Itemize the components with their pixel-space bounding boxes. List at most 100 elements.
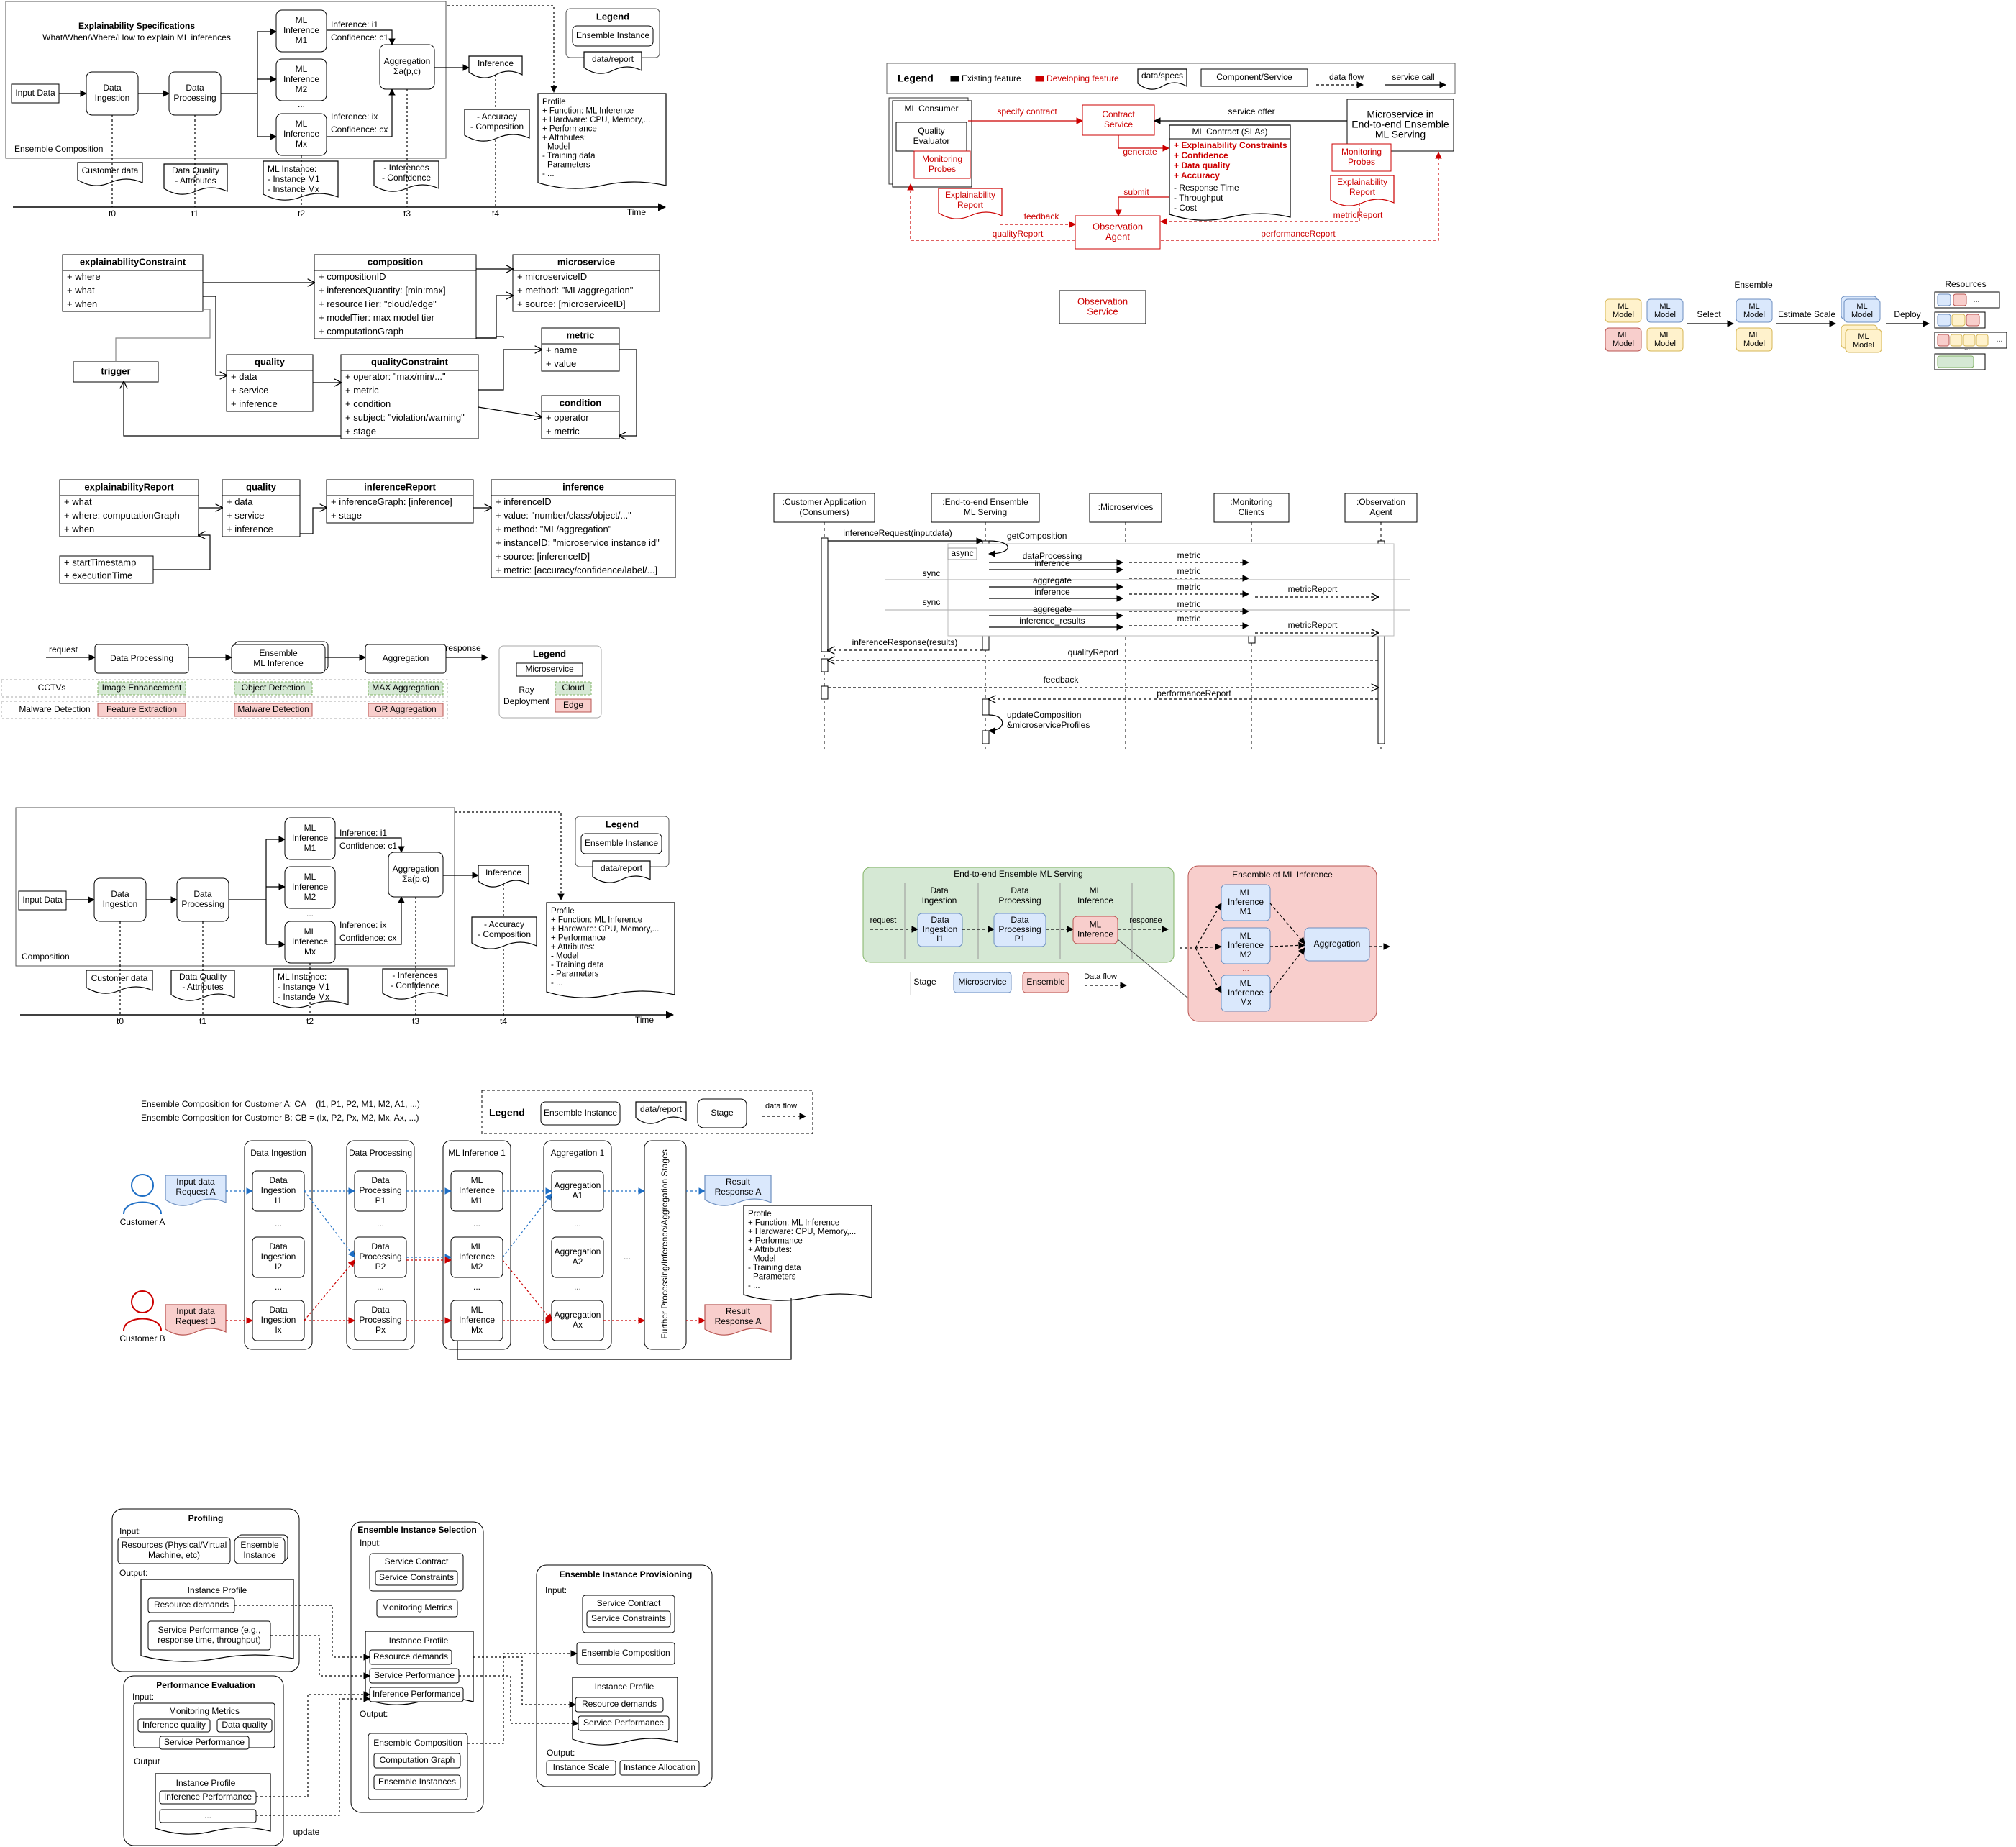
stage-ml-inference-label: Inference — [1077, 929, 1113, 939]
service-constraints-2-label: Service Constraints — [591, 1613, 666, 1623]
msg-call: aggregate — [1033, 604, 1072, 614]
data-quality-label: Data quality — [222, 1720, 267, 1730]
inference-doc-2-label: Inference — [485, 867, 521, 877]
confidence-cx: Confidence: cx — [339, 933, 396, 943]
stage-instance-label: Data — [269, 1241, 288, 1251]
inference-class-attr: + value: "number/class/object/..." — [496, 510, 631, 521]
legend-developing-swatch — [1035, 76, 1044, 82]
inference-doc — [468, 55, 523, 78]
instance-allocation-label: Instance Allocation — [624, 1762, 695, 1772]
legend-ray: Ray — [519, 685, 534, 695]
profile-doc-3-label: + Hardware: CPU, Memory,... — [748, 1228, 856, 1236]
inference-class-attr: + source: [inferenceID] — [496, 551, 590, 562]
stage-instance-label: Aggregation — [555, 1180, 601, 1190]
connector — [447, 5, 557, 93]
ml-inference-mx-label: ML — [296, 119, 308, 129]
time-tick: t1 — [191, 209, 199, 219]
time-axis-label: Time — [635, 1015, 654, 1025]
explainability-report-class-attr: + what — [64, 496, 92, 507]
composition-b: Ensemble Composition for Customer B: CB … — [141, 1113, 419, 1123]
stage-data-ingestion-label: I1 — [936, 934, 944, 944]
customer-a-icon — [123, 1201, 162, 1215]
msg-get-composition: getComposition — [1007, 531, 1067, 541]
pipeline-aggregation-label: Aggregation — [383, 653, 429, 663]
ml-model-red-1-label: ML — [1618, 331, 1628, 339]
stage-instance-label: Aggregation — [555, 1310, 601, 1320]
ml-model-scaled-2-label: Model — [1853, 341, 1874, 350]
explainability-constraint-title: explainabilityConstraint — [80, 256, 186, 267]
customer-data-doc — [77, 162, 143, 186]
monitoring-probes-service — [1331, 143, 1392, 172]
inference-class-title: inference — [562, 481, 604, 492]
contract-item-red: + Explainability Constraints — [1174, 140, 1287, 150]
inference-class-attr: + method: "ML/aggregation" — [496, 524, 612, 534]
resources-box-label: Machine, etc) — [148, 1550, 200, 1560]
connector — [619, 349, 637, 436]
inference-i1: Inference: i1 — [339, 828, 387, 838]
stage-instance-label: Ingestion — [261, 1185, 296, 1195]
ensemble-mx-label: ML — [1240, 978, 1252, 988]
pipeline-data-processing — [94, 644, 189, 674]
legend-ensemble-instance — [580, 833, 662, 854]
cctv-item-label: Object Detection — [242, 683, 306, 693]
inferences-doc-2-label: - Confidence — [391, 980, 439, 990]
ml-model-yellow-2-label: Model — [1654, 339, 1676, 348]
ellipsis-box — [159, 1809, 257, 1823]
resources-box-label: Resources (Physical/Virtual — [122, 1540, 227, 1550]
report-quality-class-attr: + inference — [227, 524, 273, 534]
inference-class-attr: + inferenceID — [496, 496, 552, 507]
stage-instance-label: A1 — [573, 1190, 583, 1200]
ml-model-ensemble-2 — [1736, 327, 1773, 352]
column-header: ML — [1090, 885, 1102, 895]
microservice-class-title: microservice — [557, 256, 615, 267]
generate-label: generate — [1123, 147, 1157, 157]
ml-model-scaled-2-label: ML — [1858, 332, 1869, 341]
instance-scale — [546, 1760, 616, 1776]
observation-agent-label: Observation — [1093, 221, 1143, 232]
resource-ellipsis: ... — [1973, 296, 1979, 304]
ml-model-ensemble-2-label: ML — [1748, 331, 1759, 339]
stage-instance — [551, 1236, 604, 1278]
connector — [988, 714, 1003, 734]
composition-attr: + resourceTier: "cloud/edge" — [319, 298, 437, 309]
connector — [304, 1259, 355, 1321]
stage-instance-label: Px — [375, 1325, 386, 1335]
legend-title: Legend — [489, 1107, 525, 1118]
microservice-class-class — [512, 254, 660, 312]
profile-doc-2-label: + Attributes: — [551, 943, 595, 952]
column-header: Inference — [1077, 895, 1113, 906]
condition-class-class — [541, 395, 620, 439]
msg-metric: metric — [1177, 566, 1201, 576]
microservice-class-attr: + microserviceID — [517, 271, 587, 282]
condition-class-title: condition — [560, 397, 602, 408]
instance-profile-title: Instance Profile — [176, 1778, 236, 1788]
lifeline-head — [1344, 493, 1418, 523]
response-a — [704, 1175, 772, 1206]
stage-instance-label: Processing — [359, 1315, 401, 1325]
msg-metric: metric — [1177, 582, 1201, 592]
confidence-c1: Confidence: c1 — [331, 32, 388, 42]
connector — [153, 535, 211, 570]
connector — [467, 1650, 578, 1744]
inferences-doc-label: - Inferences — [383, 163, 429, 173]
frame-label: Composition — [22, 952, 70, 962]
msg-metric-report: metricReport — [1288, 584, 1338, 594]
legend-stage — [697, 1098, 747, 1128]
lifeline-head-label: :Monitoring — [1230, 497, 1272, 507]
legend-microservice-label: Microservice — [525, 664, 574, 674]
msg-metric: metric — [1177, 550, 1201, 560]
async-label: async — [951, 548, 973, 558]
loop-frame — [947, 543, 1395, 637]
legend-data-flow: data flow — [765, 1102, 797, 1111]
column-header: Data — [930, 885, 949, 895]
inferences-doc-2 — [382, 968, 448, 1000]
inference-i1: Inference: i1 — [331, 19, 378, 29]
activation — [821, 658, 829, 672]
connector — [473, 1656, 576, 1708]
profile-doc-label: - ... — [542, 170, 555, 178]
profile-doc-label: + Performance — [542, 125, 597, 134]
data-processing-2-label: Processing — [181, 899, 224, 909]
data-quality — [216, 1718, 273, 1733]
malware-item — [368, 703, 444, 717]
